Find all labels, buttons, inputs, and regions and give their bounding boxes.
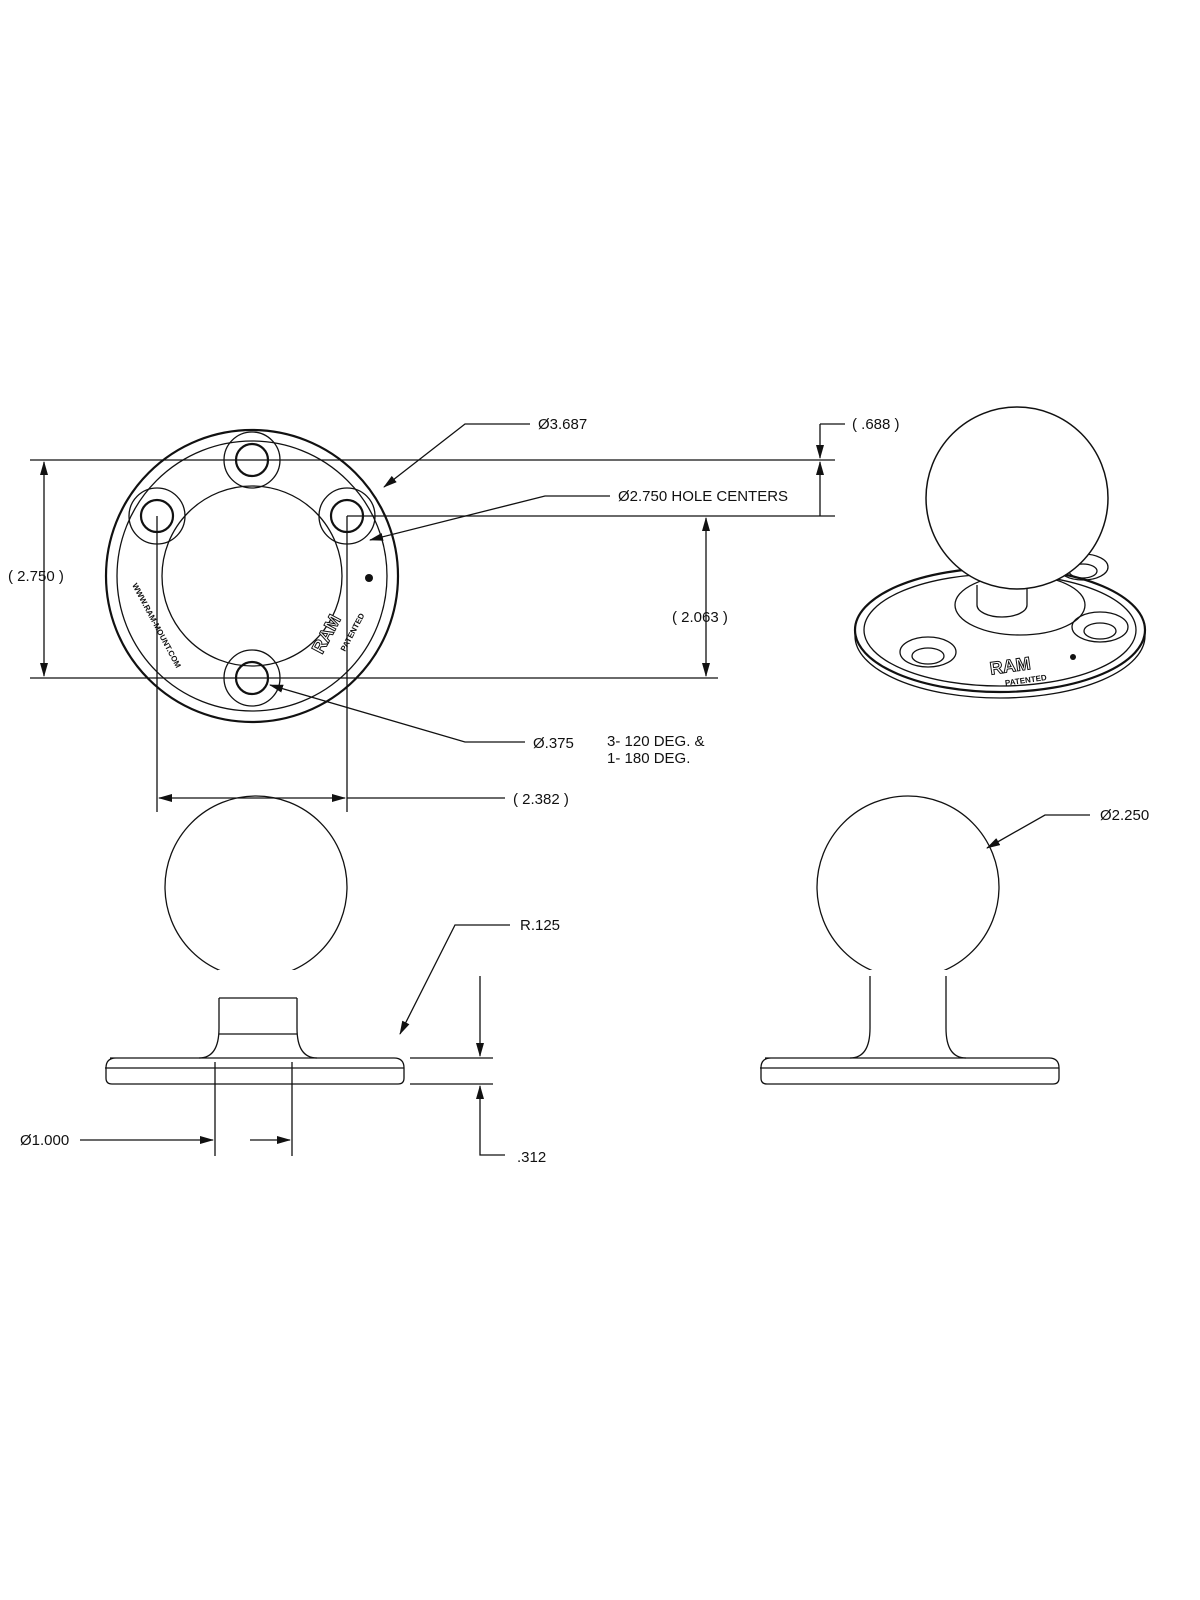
base-thickness-label: .312 bbox=[517, 1149, 546, 1166]
patented-engraving: PATENTED bbox=[339, 611, 367, 652]
hole-centers-label: Ø2.750 HOLE CENTERS bbox=[618, 488, 788, 505]
isometric-view: RAM PATENTED bbox=[853, 406, 1147, 699]
side-view-left bbox=[80, 795, 510, 1156]
radius-label: R.125 bbox=[520, 917, 560, 934]
height-2750-label: ( 2.750 ) bbox=[8, 568, 64, 585]
hole-note-line2: 1- 180 DEG. bbox=[607, 750, 690, 767]
width-2382-label: ( 2.382 ) bbox=[513, 791, 569, 808]
top-view-dimensions bbox=[30, 423, 845, 812]
hole-note-line1: 3- 120 DEG. & bbox=[607, 733, 705, 750]
outer-diameter-label: Ø3.687 bbox=[538, 416, 587, 433]
svg-text:RAM: RAM bbox=[989, 653, 1032, 679]
offset-688-label: ( .688 ) bbox=[852, 416, 900, 433]
neck-diameter-label: Ø1.000 bbox=[20, 1132, 69, 1149]
side-view-right bbox=[760, 795, 1090, 1085]
mounting-holes bbox=[128, 431, 376, 707]
hole-diameter-label: Ø.375 bbox=[533, 735, 574, 752]
height-2063-label: ( 2.063 ) bbox=[672, 609, 728, 626]
ball-diameter-label: Ø2.250 bbox=[1100, 807, 1149, 824]
